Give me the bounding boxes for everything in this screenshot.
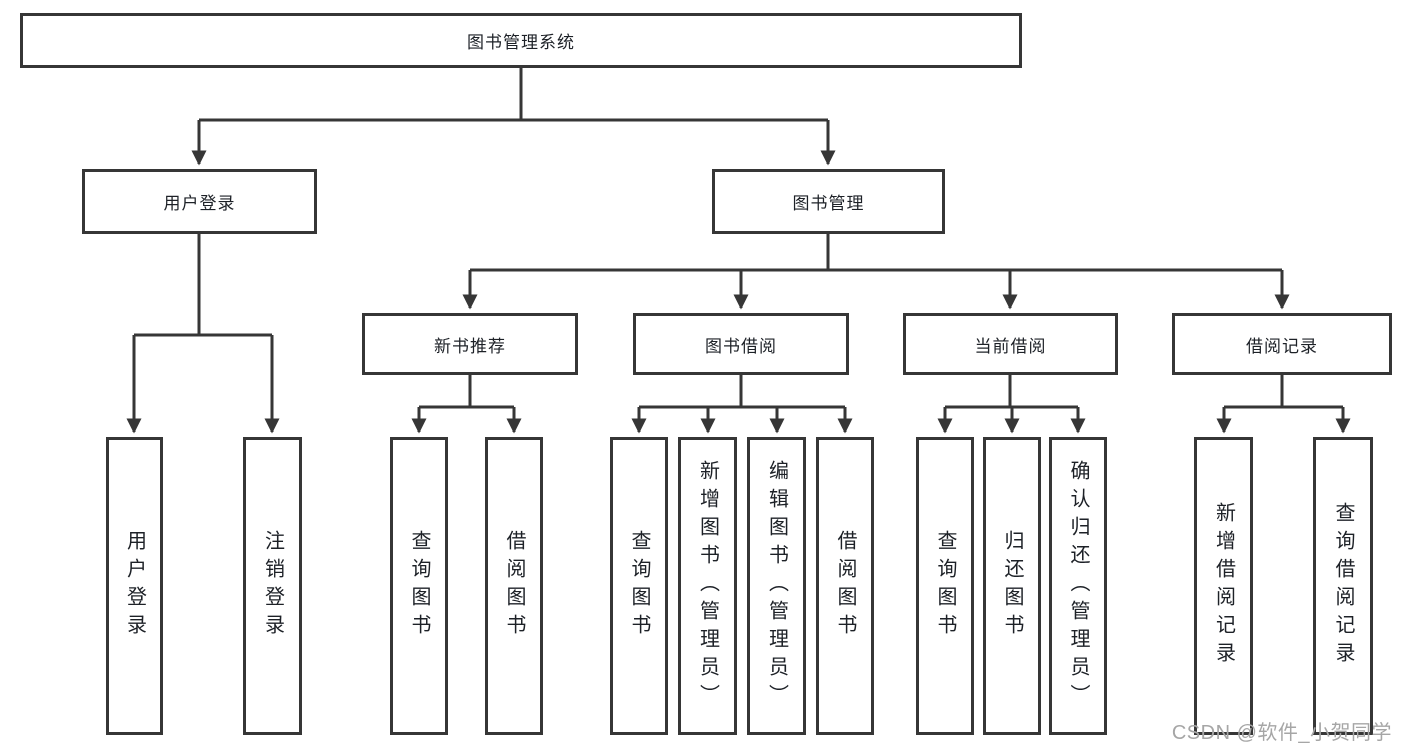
leaf-br-query-record: 查询借阅记录 [1313,437,1373,735]
leaf-label: 借阅图书 [503,530,525,642]
node-label: 图书管理 [792,194,865,213]
leaf-label: 查询图书 [628,530,650,642]
leaf-label: 用户登录 [123,530,146,642]
leaf-nb-borrow-books: 借阅图书 [485,437,543,735]
leaf-user-login: 用户登录 [106,437,163,735]
leaf-label: 新增图书（管理员） [696,460,719,712]
leaf-br-add-record: 新增借阅记录 [1194,437,1253,735]
leaf-label: 注销登录 [261,530,284,642]
leaf-bb-borrow-books: 借阅图书 [816,437,874,735]
leaf-label: 确认归还（管理员） [1067,460,1089,712]
leaf-label: 归还图书 [1001,530,1023,642]
leaf-bb-query-books: 查询图书 [610,437,668,735]
node-borrow-records: 借阅记录 [1172,313,1392,375]
leaf-logout: 注销登录 [243,437,302,735]
leaf-cb-confirm-return-admin: 确认归还（管理员） [1049,437,1107,735]
node-label: 当前借阅 [974,336,1047,356]
leaf-label: 借阅图书 [834,530,856,642]
leaf-label: 新增借阅记录 [1212,502,1235,670]
node-label: 图书借阅 [705,336,777,356]
leaf-label: 编辑图书（管理员） [765,460,788,712]
leaf-cb-return-books: 归还图书 [983,437,1041,735]
node-library-system: 图书管理系统 [20,13,1022,68]
node-label: 借阅记录 [1246,336,1318,356]
leaf-label: 查询图书 [934,530,956,642]
node-user-login: 用户登录 [82,169,317,234]
leaf-label: 查询图书 [408,530,430,642]
leaf-nb-query-books: 查询图书 [390,437,448,735]
node-label: 新书推荐 [434,336,506,356]
node-book-management: 图书管理 [712,169,945,234]
leaf-label: 查询借阅记录 [1332,502,1354,670]
node-label: 图书管理系统 [467,33,575,52]
leaf-bb-edit-books-admin: 编辑图书（管理员） [747,437,806,735]
node-book-borrow: 图书借阅 [633,313,849,375]
node-current-borrow: 当前借阅 [903,313,1118,375]
node-label: 用户登录 [163,194,236,213]
csdn-watermark: CSDN @软件_小贺同学 [1171,722,1392,744]
leaf-cb-query-books: 查询图书 [916,437,974,735]
leaf-bb-add-books-admin: 新增图书（管理员） [678,437,737,735]
node-new-book-recommend: 新书推荐 [362,313,578,375]
